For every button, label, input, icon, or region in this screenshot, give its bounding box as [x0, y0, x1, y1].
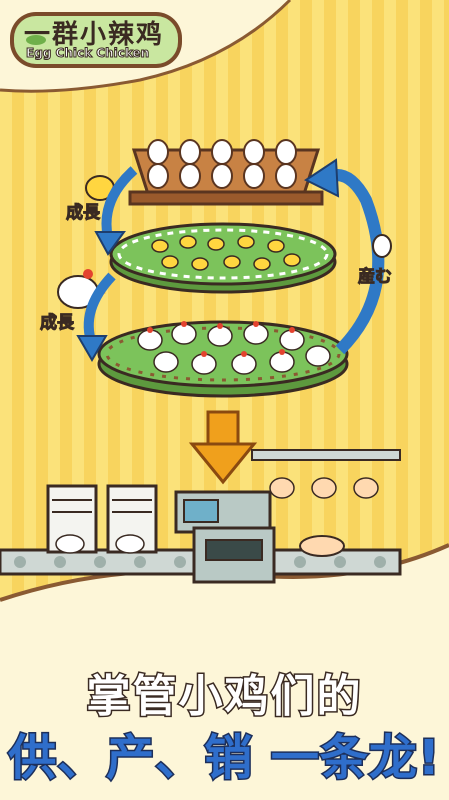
- drop-arrow: [188, 410, 258, 485]
- arrow-down-icon: [76, 335, 108, 362]
- machine-screen: [183, 499, 219, 523]
- hanging-rail: [251, 449, 401, 557]
- egg-icon: [372, 234, 392, 258]
- processing-machine: [174, 490, 276, 584]
- caption-line1: 掌管小鸡们的: [85, 670, 363, 724]
- label-grow-top: 成長: [66, 203, 101, 224]
- arrow-down-icon: [188, 442, 258, 485]
- arrow-left-icon: [304, 158, 340, 198]
- leaf-icon: [26, 35, 46, 45]
- label-grow-mid: 成長: [40, 313, 75, 334]
- egg-tray: [128, 139, 324, 206]
- chicken-pen: [97, 320, 349, 398]
- crates: [46, 484, 158, 554]
- arrow-down-icon: [94, 231, 126, 256]
- logo-subtitle: Egg Chick Chicken: [25, 46, 150, 61]
- bottom-panel: [0, 545, 449, 800]
- game-logo: 一群小辣鸡 Egg Chick Chicken: [6, 8, 186, 70]
- logo-title: 一群小辣鸡: [24, 20, 165, 50]
- chick-pen: [109, 222, 337, 294]
- farm-illustration: [0, 139, 402, 584]
- caption-line2: 供、产、销 一条龙!: [7, 729, 442, 788]
- chickens-group: [137, 323, 331, 375]
- cycle-arrows: [76, 158, 392, 362]
- roast-chicken-icon: [299, 535, 345, 557]
- chicks-group: [151, 235, 301, 271]
- label-lay-egg: 産む: [358, 267, 393, 288]
- logo-plate: [10, 12, 182, 68]
